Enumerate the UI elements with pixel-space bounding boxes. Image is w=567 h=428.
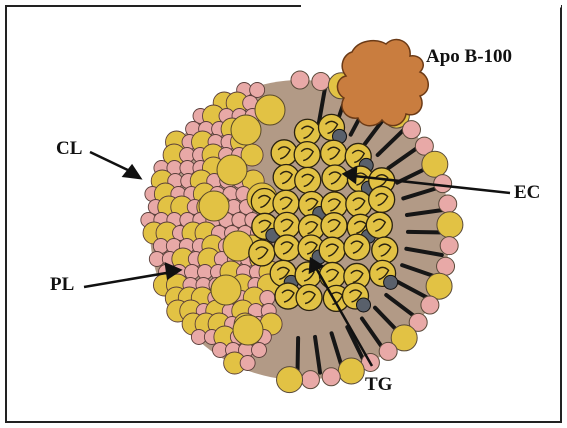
phospholipid-head (322, 368, 340, 386)
cholesteryl-ester (357, 298, 371, 312)
label-tg: TG (365, 374, 392, 396)
phospholipid-head (301, 371, 319, 389)
phospholipid-head (439, 195, 457, 213)
triglyceride-molecule (369, 186, 395, 212)
phospholipid-tail (297, 338, 298, 374)
cholesterol-molecule (211, 275, 241, 305)
cholesterol-molecule (223, 231, 253, 261)
phospholipid-head (402, 121, 420, 139)
triglyceride-molecule (296, 285, 322, 311)
phospholipid-head (434, 175, 452, 193)
phospholipid-head (252, 343, 267, 358)
phospholipid-head (440, 237, 458, 255)
cholesterol-molecule (199, 191, 229, 221)
phospholipid-head (240, 356, 255, 371)
label-cl: CL (56, 138, 82, 160)
cholesterol-molecule (217, 155, 247, 185)
cholesterol-molecule (277, 367, 303, 393)
triglyceride-molecule (294, 142, 320, 168)
phospholipid-head (437, 257, 455, 275)
label-pl: PL (50, 274, 74, 296)
triglyceride-molecule (249, 240, 275, 266)
triglyceride-molecule (321, 140, 347, 166)
phospholipid-head (421, 296, 439, 314)
triglyceride-molecule (322, 165, 348, 191)
triglyceride-molecule (274, 235, 300, 261)
phospholipid-head (379, 342, 397, 360)
cholesterol-molecule (422, 151, 448, 177)
cholesterol-molecule (233, 315, 263, 345)
cholesteryl-ester (384, 275, 398, 289)
triglyceride-molecule (319, 237, 345, 263)
phospholipid-head (312, 72, 330, 90)
cholesterol-molecule (255, 95, 285, 125)
cholesterol-molecule (426, 273, 452, 299)
label-apo-b100: Apo B-100 (426, 46, 512, 68)
triglyceride-molecule (346, 191, 372, 217)
triglyceride-molecule (372, 237, 398, 263)
triglyceride-molecule (366, 212, 392, 238)
label-ec: EC (514, 182, 540, 204)
cholesterol-molecule (231, 115, 261, 145)
triglyceride-molecule (344, 234, 370, 260)
cholesterol-molecule (338, 358, 364, 384)
triglyceride-molecule (271, 140, 297, 166)
phospholipid-head (291, 71, 309, 89)
triglyceride-molecule (321, 213, 347, 239)
cholesterol-molecule (437, 212, 463, 238)
triglyceride-molecule (295, 167, 321, 193)
